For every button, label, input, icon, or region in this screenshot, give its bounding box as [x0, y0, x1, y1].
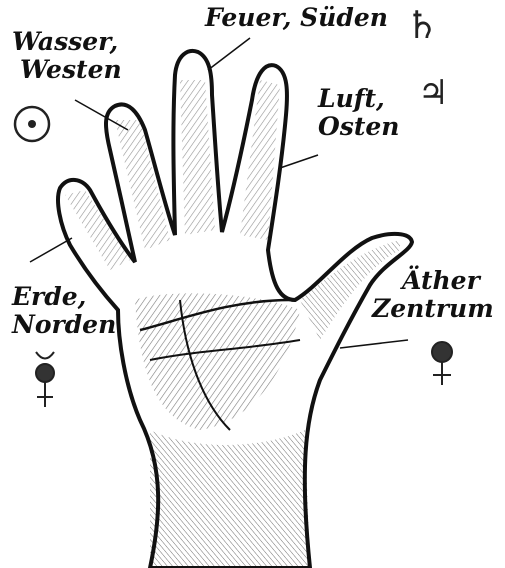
venus-icon	[432, 342, 452, 385]
label-earth-line1: Erde,	[12, 283, 116, 311]
pointer-line-air	[280, 155, 318, 168]
label-water-line1: Wasser,	[12, 28, 122, 56]
label-ether-line2: Zentrum	[372, 295, 494, 323]
shading-wrist	[150, 430, 310, 568]
label-fire: Feuer, Süden	[205, 4, 388, 32]
label-earth-line2: Norden	[12, 311, 116, 339]
label-air-line1: Luft,	[318, 85, 399, 113]
sun-icon-dot	[28, 120, 36, 128]
label-water: Wasser, Westen	[12, 28, 122, 84]
label-air-line2: Osten	[318, 113, 399, 141]
label-fire-line1: Feuer, Süden	[205, 3, 388, 32]
mercury-icon	[36, 352, 54, 407]
label-ether-line1: Äther	[372, 267, 494, 295]
saturn-icon: ♄	[405, 6, 439, 44]
jupiter-icon: ♃	[418, 76, 448, 110]
pointer-line-ether	[340, 340, 408, 348]
pointer-line-earth	[30, 238, 72, 262]
label-earth: Erde, Norden	[12, 283, 116, 339]
label-air: Luft, Osten	[318, 85, 399, 141]
pointer-line-fire	[208, 38, 250, 70]
label-water-line2: Westen	[12, 56, 122, 84]
label-ether: Äther Zentrum	[372, 267, 494, 323]
